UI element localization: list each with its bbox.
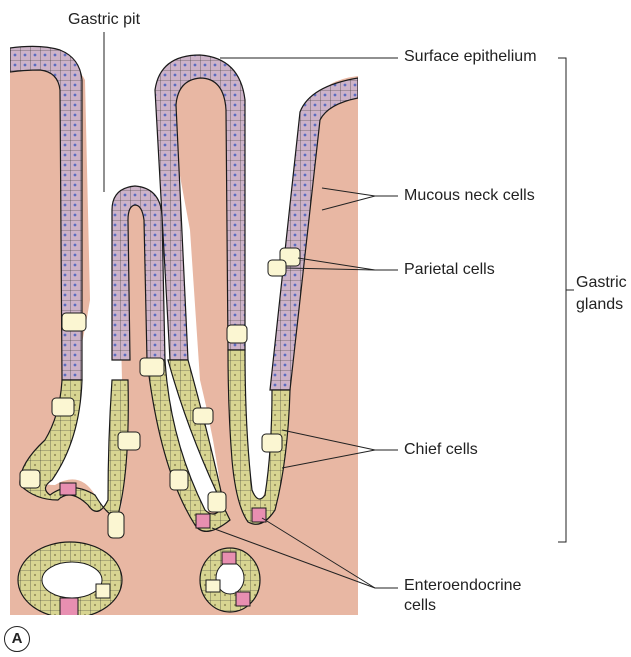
parietal-cell bbox=[118, 432, 140, 450]
parietal-cell bbox=[140, 358, 164, 376]
gland-cross-section-left-lumen bbox=[42, 562, 102, 598]
enteroendocrine-label-line1: Enteroendocrine bbox=[404, 576, 521, 596]
gastric-glands-label-line1: Gastric bbox=[576, 272, 627, 294]
parietal-cell bbox=[170, 470, 188, 490]
enteroendocrine-label: Enteroendocrine cells bbox=[404, 576, 521, 616]
parietal-cell bbox=[96, 584, 110, 598]
enteroendocrine-cell bbox=[60, 598, 78, 616]
chief-cells-label: Chief cells bbox=[404, 440, 478, 460]
gastric-pit-label: Gastric pit bbox=[68, 10, 140, 30]
enteroendocrine-cell bbox=[236, 592, 250, 606]
mucous-neck-cells-label: Mucous neck cells bbox=[404, 186, 535, 206]
parietal-cells-label: Parietal cells bbox=[404, 260, 495, 280]
panel-letter: A bbox=[4, 626, 30, 652]
parietal-cell bbox=[227, 325, 247, 343]
surface-epithelium-label: Surface epithelium bbox=[404, 47, 537, 67]
parietal-cell bbox=[208, 492, 226, 512]
gastric-glands-label: Gastric glands bbox=[576, 272, 627, 316]
parietal-cell bbox=[20, 470, 40, 488]
parietal-cell bbox=[262, 434, 282, 452]
enteroendocrine-cell bbox=[196, 514, 210, 528]
enteroendocrine-cell bbox=[222, 552, 236, 564]
parietal-cell bbox=[206, 580, 220, 592]
enteroendocrine-cell bbox=[60, 483, 76, 495]
parietal-cell bbox=[193, 408, 213, 424]
enteroendocrine-label-line2: cells bbox=[404, 596, 521, 616]
parietal-cell bbox=[268, 260, 286, 276]
parietal-cell bbox=[62, 313, 86, 331]
parietal-cell bbox=[108, 512, 124, 538]
parietal-cell bbox=[52, 398, 74, 416]
enteroendocrine-cell bbox=[252, 508, 266, 522]
gastric-glands-label-line2: glands bbox=[576, 294, 627, 316]
